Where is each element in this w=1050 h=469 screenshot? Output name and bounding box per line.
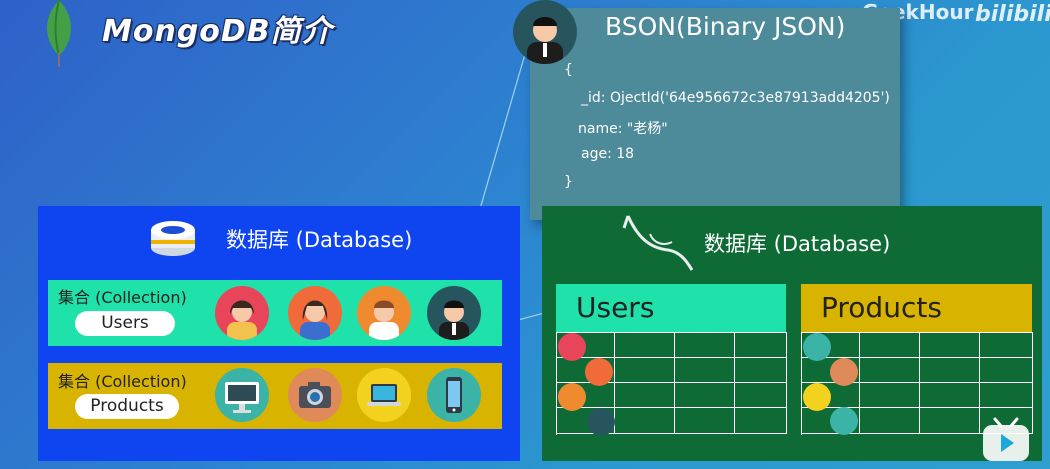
products-row-laptop-icon — [803, 383, 831, 411]
users-pill: Users — [75, 311, 175, 336]
left-database-title: 数据库 (Database) — [226, 228, 413, 252]
bson-open-brace: { — [564, 62, 573, 78]
user-avatar-1 — [215, 286, 269, 340]
page-title: MongoDB简介 — [102, 14, 333, 49]
monitor-icon — [215, 368, 269, 422]
users-row-avatar-4 — [587, 408, 615, 436]
users-row-avatar-3 — [558, 383, 586, 411]
users-table-header: Users — [556, 284, 786, 332]
products-row-phone-icon — [830, 407, 858, 435]
products-row-monitor-icon — [803, 333, 831, 361]
phone-icon — [427, 368, 481, 422]
bson-title: BSON(Binary JSON) — [605, 12, 846, 41]
bilibili-tv-icon[interactable] — [981, 417, 1031, 463]
user-avatar-2 — [288, 286, 342, 340]
products-pill: Products — [75, 394, 179, 419]
products-table-grid — [801, 332, 1033, 435]
watermark-bilibili: bilibili — [975, 2, 1050, 27]
products-row-camera-icon — [830, 358, 858, 386]
camera-icon — [288, 368, 342, 422]
users-collection-label: 集合 (Collection) — [58, 288, 187, 307]
user-avatar-3 — [357, 286, 411, 340]
mysql-dolphin-icon — [622, 215, 694, 271]
users-row-avatar-1 — [558, 333, 586, 361]
mongodb-leaf-icon — [46, 0, 72, 67]
right-database-title: 数据库 (Database) — [704, 232, 891, 256]
users-table-grid — [556, 332, 787, 435]
bson-close-brace: } — [564, 174, 573, 190]
products-table-header: Products — [801, 284, 1032, 332]
database-icon — [151, 221, 195, 256]
users-row-avatar-2 — [585, 358, 613, 386]
bson-id-line: _id: OjectId('64e956672c3e87913add4205') — [581, 90, 890, 106]
products-collection-label: 集合 (Collection) — [58, 372, 187, 391]
bson-document-card — [530, 8, 900, 220]
bson-name-line: name: "老杨" — [578, 121, 668, 137]
right-database-panel — [542, 206, 1042, 461]
laptop-icon — [357, 368, 411, 422]
user-avatar-4 — [427, 286, 481, 340]
bson-avatar — [513, 0, 577, 64]
bson-age-line: age: 18 — [581, 146, 635, 162]
